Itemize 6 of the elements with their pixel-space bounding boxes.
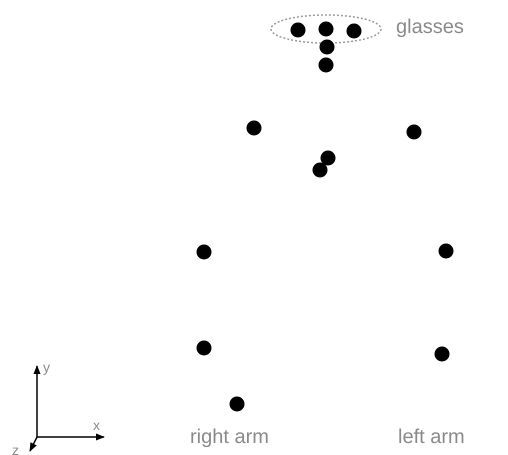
axis-label: z xyxy=(12,443,19,455)
group-label: glasses xyxy=(396,17,464,37)
axis-label: y xyxy=(43,360,50,374)
axis-label: x xyxy=(93,418,100,432)
group-label: right arm xyxy=(190,427,269,447)
group-label: left arm xyxy=(398,427,465,447)
